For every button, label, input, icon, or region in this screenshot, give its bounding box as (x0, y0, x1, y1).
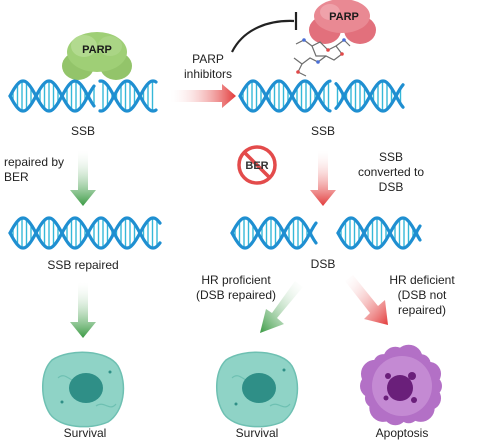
ssb-left-label: SSB (70, 124, 96, 138)
parp-protein-green: PARP (62, 32, 132, 80)
arrow-ssb-to-dsb (310, 150, 336, 206)
parp-protein-pink: PARP (309, 0, 376, 44)
arrow-ssb-to-ber (70, 150, 96, 206)
dna-ssb-right (238, 79, 405, 113)
arrow-hr-deficient (345, 275, 388, 325)
dna-dsb-right (336, 216, 422, 250)
arrow-hr-proficient (260, 281, 303, 333)
dna-ssb-repaired (8, 216, 162, 250)
dsb-label: DSB (310, 257, 336, 271)
ssb-repaired-label: SSB repaired (47, 258, 119, 272)
ssb-right-label: SSB (310, 124, 336, 138)
inhibition-arrow (231, 12, 298, 53)
survival-mid-label: Survival (235, 426, 279, 440)
parp-right-label: PARP (329, 11, 359, 23)
arrow-ssb-repaired-to-survival (70, 282, 96, 338)
parp-left-label: PARP (82, 44, 112, 56)
inhibitor-molecule-icon (293, 38, 351, 77)
cell-apoptosis (360, 344, 442, 426)
ber-blocked-icon: BER (237, 145, 277, 185)
survival-left-label: Survival (63, 426, 107, 440)
apoptosis-label: Apoptosis (375, 426, 429, 440)
hr-proficient-label: HR proficient(DSB repaired) (195, 273, 277, 302)
hr-deficient-label: HR deficient(DSB not repaired) (389, 273, 455, 317)
dna-ssb-left (8, 79, 158, 113)
dna-dsb-left (230, 216, 318, 250)
ber-badge-label: BER (245, 160, 268, 172)
apoptotic-nucleus (387, 375, 413, 401)
arrow-parp-inhibitors (170, 84, 236, 108)
cell-survival-left (42, 351, 125, 428)
cell-survival-mid (216, 351, 299, 428)
